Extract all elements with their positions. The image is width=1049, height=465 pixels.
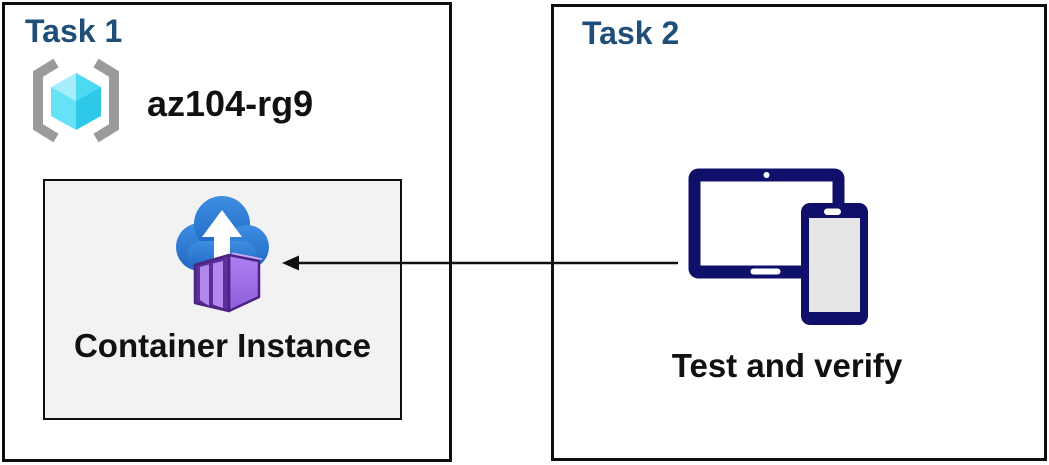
task2-title: Task 2: [582, 15, 680, 51]
container-instance-box: Container Instance: [43, 179, 402, 420]
task1-title: Task 1: [25, 13, 123, 49]
resource-group-name: az104-rg9: [147, 82, 314, 124]
test-and-verify-label: Test and verify: [671, 347, 903, 384]
task1-box: Task 1 az104-rg9: [2, 2, 452, 462]
container-instance-label: Container Instance: [73, 327, 372, 364]
connector-arrow: [280, 252, 680, 279]
devices-tablet-phone-icon: [687, 167, 869, 332]
resource-group-icon: [29, 57, 123, 150]
resource-group-row: az104-rg9: [29, 57, 313, 150]
container-instance-icon: [173, 191, 271, 318]
